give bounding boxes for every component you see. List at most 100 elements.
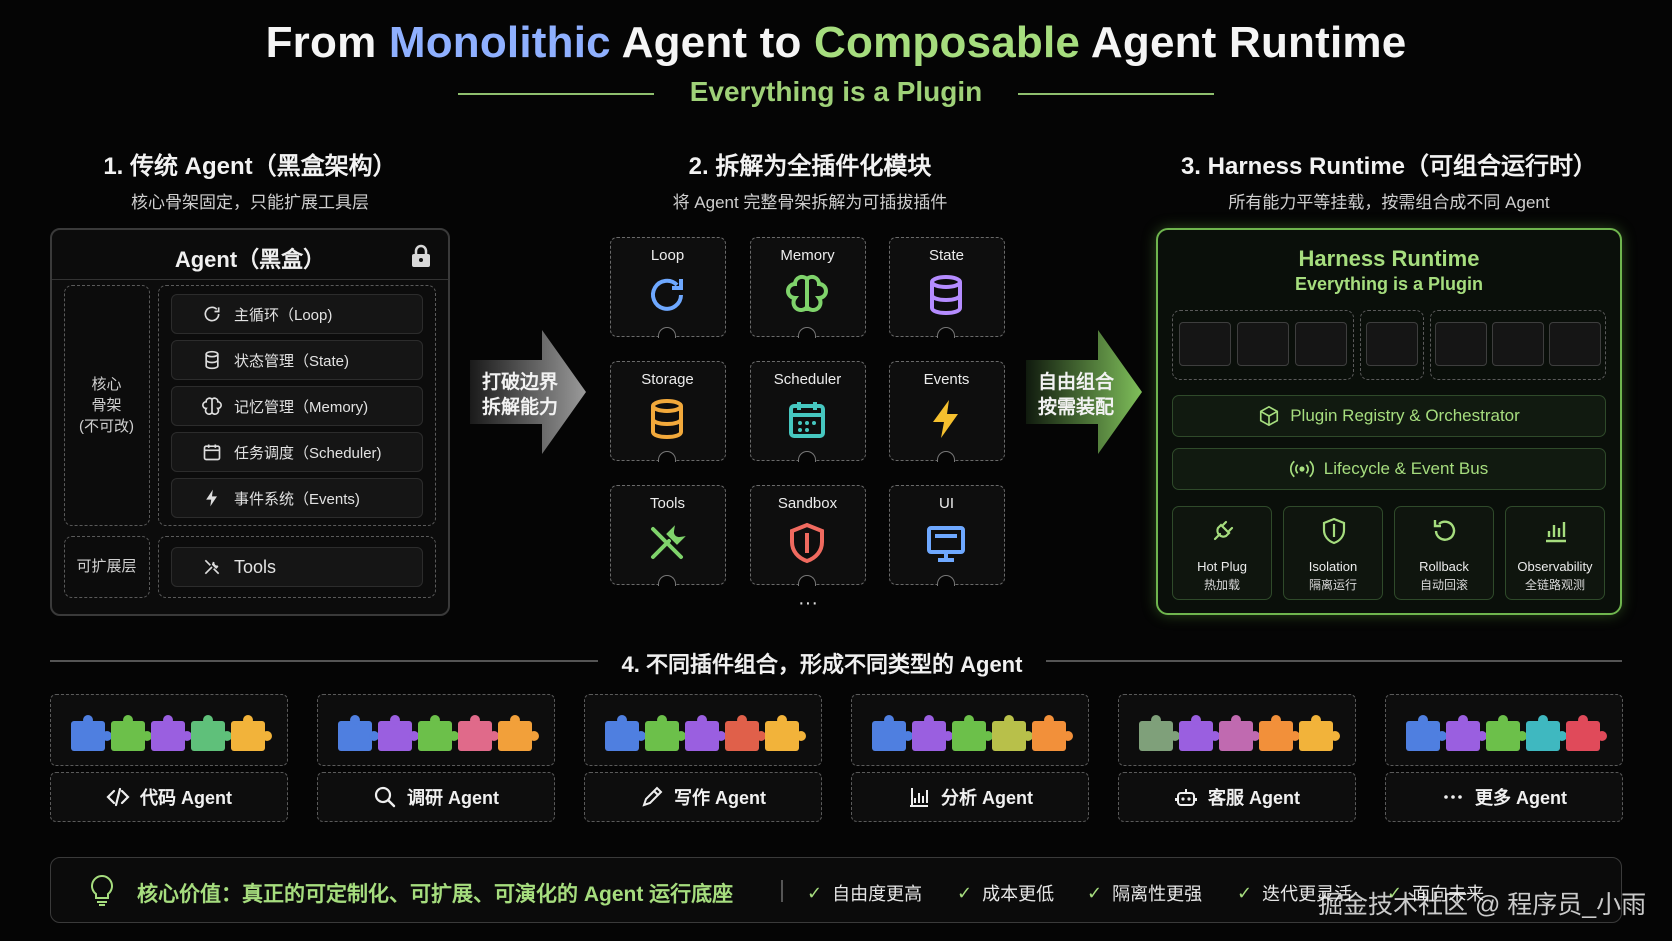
check-icon: ✓ <box>807 882 823 903</box>
page-title: From Monolithic Agent to Composable Agen… <box>265 18 1407 67</box>
lock-icon <box>412 244 430 267</box>
arrow2-line1: 自由组合 <box>1037 372 1114 393</box>
plugin-label: Memory <box>780 247 835 264</box>
puzzle-piece-icon <box>765 715 806 751</box>
puzzle-piece-icon <box>685 715 726 751</box>
value-check: ✓迭代更灵活 <box>1237 882 1353 905</box>
runtime-title: Harness Runtime <box>1298 246 1480 271</box>
core-item-label: 记忆管理（Memory) <box>234 398 369 416</box>
agent-type-card: 分析 Agent <box>851 694 1089 822</box>
agent-type-label: 代码 Agent <box>140 788 232 808</box>
feature-rollback: Rollback 自动回滚 <box>1394 506 1494 600</box>
plugin-ui: UI <box>889 485 1005 586</box>
core-item-events: 事件系统（Events) <box>171 478 423 518</box>
more-plugins: ··· <box>798 592 818 614</box>
puzzle-piece-icon <box>1446 715 1487 751</box>
agent-type-label-box: 代码 Agent <box>50 772 288 822</box>
section2-subtitle: 将 Agent 完整骨架拆解为可插拔插件 <box>672 193 948 212</box>
core-skeleton-label-box: 核心 骨架 (不可改) <box>64 285 150 526</box>
core-label-line2: 骨架 <box>91 397 122 414</box>
core-item-label: 状态管理（State) <box>234 352 350 370</box>
core-value-bar: 核心价值：真正的可定制化、可扩展、可演化的 Agent 运行底座 ✓自由度更高 … <box>50 857 1622 923</box>
value-check: ✓成本更低 <box>957 882 1055 905</box>
lightbulb-icon <box>91 874 113 906</box>
check-icon: ✓ <box>957 882 973 903</box>
event-bus-label: Lifecycle & Event Bus <box>1323 459 1489 478</box>
agent-type-card: 代码 Agent <box>50 694 288 822</box>
feature-cn: 自动回滚 <box>1419 578 1468 592</box>
runtime-slot-group <box>1360 310 1424 380</box>
feature-cn: 热加载 <box>1203 578 1240 592</box>
puzzle-piece-icon <box>912 715 953 751</box>
database-icon <box>930 275 962 316</box>
puzzle-piece-icon <box>458 715 499 751</box>
cube-icon <box>1260 405 1279 427</box>
section3-title: 3. Harness Runtime（可组合运行时） <box>1180 153 1598 180</box>
puzzle-piece-icon <box>1139 715 1180 751</box>
puzzle-piece-icon <box>872 715 913 751</box>
plugin-label: Storage <box>641 371 694 388</box>
plug-icon <box>1213 520 1234 541</box>
puzzle-piece-icon <box>338 715 379 751</box>
event-bus-bar: Lifecycle & Event Bus <box>1172 448 1606 490</box>
feature-hot-plug: Hot Plug 热加载 <box>1172 506 1272 600</box>
puzzle-piece-icon <box>1406 715 1447 751</box>
feature-isolation: Isolation 隔离运行 <box>1283 506 1383 600</box>
feature-en: Hot Plug <box>1197 559 1247 574</box>
agent-type-label-box: 分析 Agent <box>851 772 1089 822</box>
calendar-icon <box>203 444 221 461</box>
feature-cn: 全链路观测 <box>1524 578 1585 592</box>
core-item-state: 状态管理（State) <box>171 340 423 380</box>
puzzle-piece-icon <box>231 715 272 751</box>
arrow2-line2: 按需装配 <box>1037 397 1114 418</box>
puzzle-piece-icon <box>498 715 539 751</box>
section1-subtitle: 核心骨架固定，只能扩展工具层 <box>131 193 369 212</box>
subtitle-line-right <box>1018 93 1214 95</box>
check-icon: ✓ <box>1387 882 1403 903</box>
plugin-registry-bar: Plugin Registry & Orchestrator <box>1172 395 1606 437</box>
core-item-scheduler: 任务调度（Scheduler) <box>171 432 423 472</box>
puzzle-piece-icon <box>1219 715 1260 751</box>
calendar-icon <box>789 402 825 438</box>
pencil-icon <box>642 786 663 807</box>
database-icon <box>205 350 219 370</box>
plugin-combination <box>317 694 555 766</box>
value-check: ✓隔离性更强 <box>1087 882 1203 905</box>
agent-box-title: Agent（黑盒） <box>174 247 326 272</box>
tools-item: Tools <box>171 547 423 587</box>
chart-icon <box>1546 522 1566 543</box>
plugin-combination <box>1118 694 1356 766</box>
arrow1-line1: 打破边界 <box>481 372 558 393</box>
subtitle-line-left <box>458 93 654 95</box>
harness-runtime-box: Harness Runtime Everything is a Plugin P… <box>1156 228 1622 615</box>
extension-layer: Tools <box>158 536 436 598</box>
plugin-memory: Memory <box>750 237 866 338</box>
runtime-slot-group <box>1172 310 1354 380</box>
extension-label-box: 可扩展层 <box>64 536 150 598</box>
watermark: 掘金技术社区 @ 程序员_小雨 <box>1318 891 1647 919</box>
agent-type-label: 更多 Agent <box>1475 788 1567 808</box>
agent-type-label: 写作 Agent <box>674 788 766 808</box>
agent-box-header: Agent（黑盒） <box>52 230 448 280</box>
search-icon <box>374 786 396 808</box>
section3-subtitle: 所有能力平等挂载，按需组合成不同 Agent <box>1228 193 1550 212</box>
agent-type-label: 调研 Agent <box>407 788 499 808</box>
section1-title: 1. 传统 Agent（黑盒架构） <box>103 153 397 180</box>
plugin-loop: Loop <box>610 237 726 338</box>
extension-label: 可扩展层 <box>76 558 137 575</box>
plugin-combination <box>50 694 288 766</box>
core-item-label: 主循环（Loop) <box>234 306 333 324</box>
plugin-scheduler: Scheduler <box>750 361 866 462</box>
check-icon: ✓ <box>1087 882 1103 903</box>
robot-icon <box>1175 789 1197 806</box>
core-label-line3: (不可改) <box>79 418 134 435</box>
refresh-icon <box>204 306 220 322</box>
feature-en: Rollback <box>1419 559 1469 574</box>
agent-type-label: 分析 Agent <box>941 788 1033 808</box>
core-item-loop: 主循环（Loop) <box>171 294 423 334</box>
plugin-state: State <box>889 237 1005 338</box>
plugin-label: Scheduler <box>773 371 842 388</box>
value-check: ✓面向未来 <box>1387 882 1485 905</box>
feature-observability: Observability 全链路观测 <box>1505 506 1605 600</box>
value-check: ✓自由度更高 <box>807 882 923 905</box>
